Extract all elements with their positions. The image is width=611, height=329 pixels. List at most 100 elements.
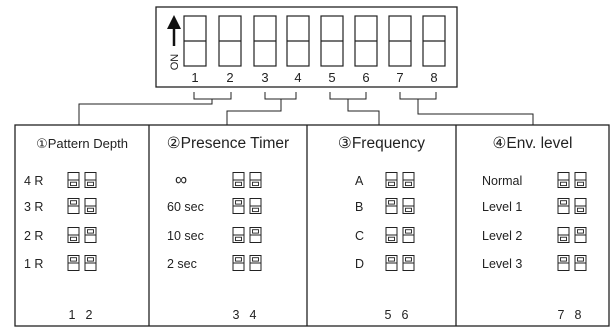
connector-switch-1-2 [193,92,232,100]
mini-switch-down [557,227,570,243]
setting-label: 10 sec [167,229,204,243]
mini-switch-up [249,227,262,243]
connector-to-panel-2 [226,99,282,125]
switch-number: 1 [191,70,198,85]
connector-to-panel-4 [417,99,534,125]
dip-switch-7 [388,15,412,67]
mini-switch-down [67,172,80,188]
on-arrow-icon [167,15,181,46]
mini-switch-down [402,198,415,214]
setting-label: 2 R [24,229,43,243]
mini-switch-up [402,255,415,271]
panel-switch-number: 7 [558,308,565,322]
switch-number: 7 [396,70,403,85]
mini-switch-up [557,198,570,214]
mini-switch-up [385,255,398,271]
setting-row: 60 sec [167,198,262,214]
mini-switch-up [67,255,80,271]
setting-row: A [355,172,415,188]
setting-row: Level 2 [482,227,587,243]
main-switch-row [183,15,446,67]
panel-switch-number: 2 [86,308,93,322]
mini-switch-up [249,255,262,271]
switch-number: 8 [430,70,437,85]
dip-switch-2 [218,15,242,67]
connector-to-panel-1 [78,99,213,125]
setting-row: D [355,255,415,271]
mini-switch-up [84,227,97,243]
setting-row: C [355,227,415,243]
setting-label: 1 R [24,257,43,271]
on-label: ON [169,54,181,71]
setting-row: ∞ [175,170,262,189]
mini-switch-up [557,255,570,271]
mini-switch-down [67,227,80,243]
connector-switch-7-8 [399,92,437,100]
panel-switch-number: 1 [69,308,76,322]
setting-label: ∞ [175,170,187,189]
setting-label: Level 1 [482,200,522,214]
connector-to-panel-3 [347,99,380,125]
mini-switch-up [84,255,97,271]
setting-label: C [355,229,364,243]
setting-label: Level 3 [482,257,522,271]
panel-switch-number: 6 [402,308,409,322]
setting-label: D [355,257,364,271]
panel-switch-number: 8 [575,308,582,322]
setting-row: 2 R [24,227,97,243]
panel-title: ②Presence Timer [167,135,289,152]
mini-switch-down [557,172,570,188]
mini-switch-down [574,172,587,188]
setting-label: A [355,174,364,188]
mini-switch-up [574,255,587,271]
setting-row: Level 1 [482,198,587,214]
mini-switch-down [385,172,398,188]
mini-switch-up [232,255,245,271]
mini-switch-down [385,227,398,243]
mini-switch-down [232,172,245,188]
setting-label: Level 2 [482,229,522,243]
switch-number: 6 [362,70,369,85]
setting-row: 4 R [24,172,97,188]
setting-label: 60 sec [167,200,204,214]
dip-switch-4 [286,15,310,67]
mini-switch-up [402,227,415,243]
setting-label: 3 R [24,200,43,214]
mini-switch-down [232,227,245,243]
switch-number: 4 [294,70,301,85]
panel-title: ③Frequency [338,135,425,152]
dip-switch-5 [320,15,344,67]
setting-row: Level 3 [482,255,587,271]
switch-number-row: 1 2 3 4 5 6 7 8 [191,70,437,85]
switch-number: 3 [261,70,268,85]
connector-lines [78,92,534,125]
dip-switch-6 [354,15,378,67]
panel-switch-number: 5 [385,308,392,322]
panel-switch-number: 4 [250,308,257,322]
connector-switch-5-6 [329,92,367,100]
setting-row: 1 R [24,255,97,271]
mini-switch-up [574,227,587,243]
setting-row: 2 sec [167,255,262,271]
switch-number: 2 [226,70,233,85]
setting-row: B [355,198,415,214]
mini-switch-up [385,198,398,214]
settings-table-border [14,124,610,327]
settings-table [14,124,610,327]
mini-switch-down [574,198,587,214]
switch-number: 5 [328,70,335,85]
panel-title: ④Env. level [493,135,573,152]
dip-switch-1 [183,15,207,67]
panel-switch-number: 3 [233,308,240,322]
mini-switch-down [249,198,262,214]
panel-title: ①Pattern Depth [36,136,128,151]
dip-switch-block: ON 1 2 3 4 5 6 7 8 [155,6,458,88]
setting-label: 2 sec [167,257,197,271]
setting-row: Normal [482,172,587,188]
mini-switch-down [84,172,97,188]
mini-switch-down [402,172,415,188]
